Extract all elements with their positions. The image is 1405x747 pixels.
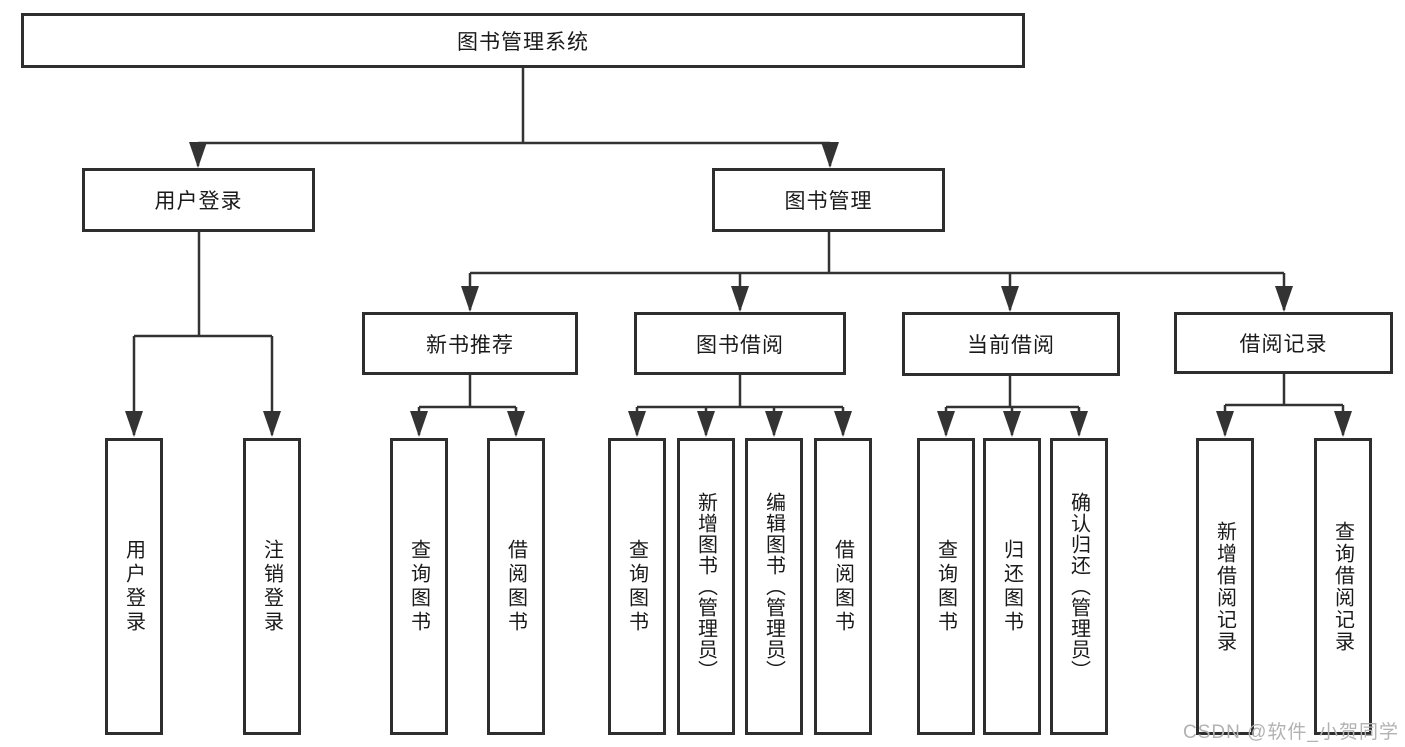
connector-record bbox=[1223, 374, 1345, 435]
leaf-logout: 注销登录 bbox=[243, 438, 301, 735]
arrowhead bbox=[125, 411, 143, 437]
arrowhead bbox=[1003, 411, 1021, 437]
connector-mgmt bbox=[468, 232, 1286, 310]
arrowhead bbox=[189, 142, 207, 168]
node-user-login: 用户登录 bbox=[82, 168, 315, 232]
leaf-add-borrow-record: 新增借阅记录 bbox=[1196, 438, 1254, 735]
arrowhead bbox=[628, 411, 646, 437]
arrowhead bbox=[410, 411, 428, 437]
arrowhead bbox=[834, 411, 852, 437]
arrowhead bbox=[765, 411, 783, 437]
arrowhead bbox=[1334, 411, 1352, 437]
connector-recommend bbox=[417, 375, 518, 435]
arrowhead bbox=[1275, 286, 1293, 312]
node-current-borrowing: 当前借阅 bbox=[902, 312, 1120, 376]
arrowhead bbox=[1216, 411, 1234, 437]
arrowhead bbox=[821, 142, 839, 168]
leaf-query-books-current: 查询图书 bbox=[917, 438, 975, 735]
arrowhead bbox=[461, 286, 479, 312]
leaf-return-books: 归还图书 bbox=[983, 438, 1041, 735]
node-new-book-recommendation: 新书推荐 bbox=[362, 312, 578, 375]
leaf-user-login: 用户登录 bbox=[105, 438, 163, 735]
arrowhead bbox=[937, 411, 955, 437]
leaf-borrow-books-recommend: 借阅图书 bbox=[487, 438, 545, 735]
csdn-watermark: CSDN @软件_小贺同学 bbox=[1183, 722, 1399, 743]
arrowhead bbox=[507, 411, 525, 437]
arrowhead bbox=[731, 286, 749, 312]
leaf-edit-books-admin: 编辑图书（管理员） bbox=[745, 438, 803, 735]
connector-login bbox=[132, 232, 274, 435]
arrowhead bbox=[1070, 411, 1088, 437]
arrowhead bbox=[697, 411, 715, 437]
leaf-add-books-admin: 新增图书（管理员） bbox=[677, 438, 735, 735]
connector-root bbox=[196, 68, 832, 166]
connector-borrow bbox=[635, 375, 845, 435]
arrowhead bbox=[1001, 286, 1019, 312]
node-book-management: 图书管理 bbox=[712, 168, 945, 232]
leaf-borrow-books: 借阅图书 bbox=[814, 438, 872, 735]
leaf-query-borrow-record: 查询借阅记录 bbox=[1314, 438, 1372, 735]
leaf-confirm-return-admin: 确认归还（管理员） bbox=[1050, 438, 1108, 735]
node-borrowing-records: 借阅记录 bbox=[1174, 312, 1393, 374]
arrowhead bbox=[263, 411, 281, 437]
leaf-query-books-borrow: 查询图书 bbox=[608, 438, 666, 735]
node-library-management-system: 图书管理系统 bbox=[21, 13, 1025, 68]
leaf-query-books-recommend: 查询图书 bbox=[390, 438, 448, 735]
node-book-borrowing: 图书借阅 bbox=[634, 312, 846, 375]
